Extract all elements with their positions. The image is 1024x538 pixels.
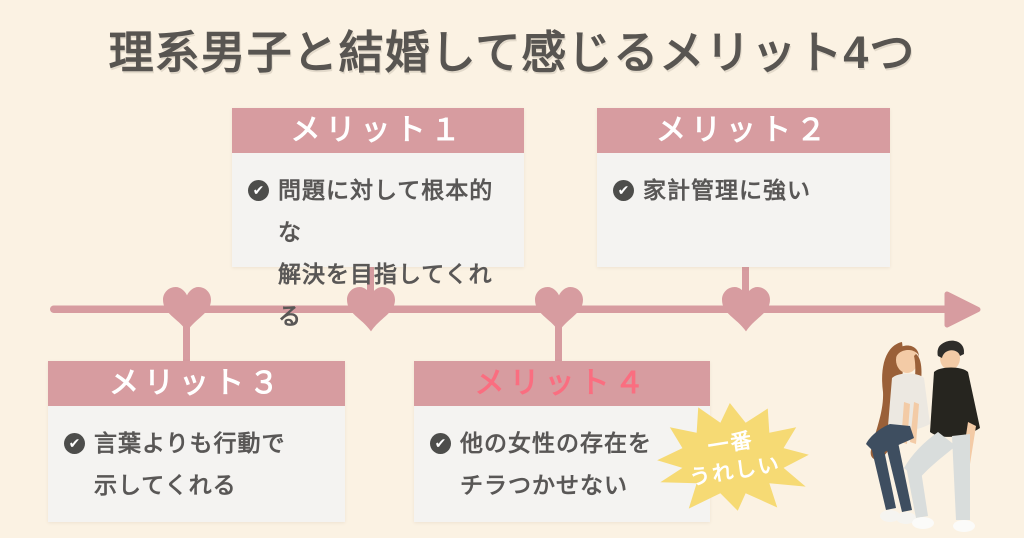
best-badge: 一番 うれしい <box>654 403 812 513</box>
page-title: 理系男子と結婚して感じるメリット4つ <box>108 27 916 78</box>
merit3-body: ✔ 言葉よりも行動で 示してくれる <box>48 406 345 522</box>
merit4-card: メリット４ ✔ 他の女性の存在を チラつかせない <box>414 361 710 522</box>
timeline <box>50 287 981 332</box>
couple-illustration <box>866 340 980 532</box>
merit3-text: 言葉よりも行動で 示してくれる <box>94 430 286 498</box>
merit2-card: メリット２ ✔ 家計管理に強い <box>597 108 890 267</box>
heart-icon <box>535 287 583 332</box>
merit2-body: ✔ 家計管理に強い <box>597 153 890 267</box>
timeline-arrow-icon <box>944 291 981 328</box>
merit1-card: メリット１ ✔ 問題に対して根本的な 解決を目指してくれる <box>232 108 524 329</box>
heart-icon <box>347 287 395 332</box>
connector-merit3 <box>183 312 190 364</box>
connector-merit1 <box>367 262 374 310</box>
merit4-text: 他の女性の存在を チラつかせない <box>460 430 652 498</box>
merit3-header: メリット３ <box>48 361 345 406</box>
heart-icon <box>163 287 211 332</box>
merit3-card: メリット３ ✔ 言葉よりも行動で 示してくれる <box>48 361 345 522</box>
connector-merit2 <box>742 262 749 310</box>
heart-icon <box>722 287 770 332</box>
merit4-body: ✔ 他の女性の存在を チラつかせない <box>414 406 710 522</box>
check-icon: ✔ <box>248 180 269 201</box>
check-icon: ✔ <box>613 180 634 201</box>
merit2-header: メリット２ <box>597 108 890 153</box>
best-badge-line2: うれしい <box>687 452 783 490</box>
merit4-header: メリット４ <box>414 361 710 406</box>
merit1-text: 問題に対して根本的な 解決を目指してくれる <box>278 177 494 329</box>
merit1-body: ✔ 問題に対して根本的な 解決を目指してくれる <box>232 153 524 329</box>
check-icon: ✔ <box>64 433 85 454</box>
check-icon: ✔ <box>430 433 451 454</box>
merit1-header: メリット１ <box>232 108 524 153</box>
merit2-text: 家計管理に強い <box>643 177 811 203</box>
best-badge-text: 一番 うれしい <box>646 391 819 524</box>
connector-merit4 <box>555 312 562 364</box>
